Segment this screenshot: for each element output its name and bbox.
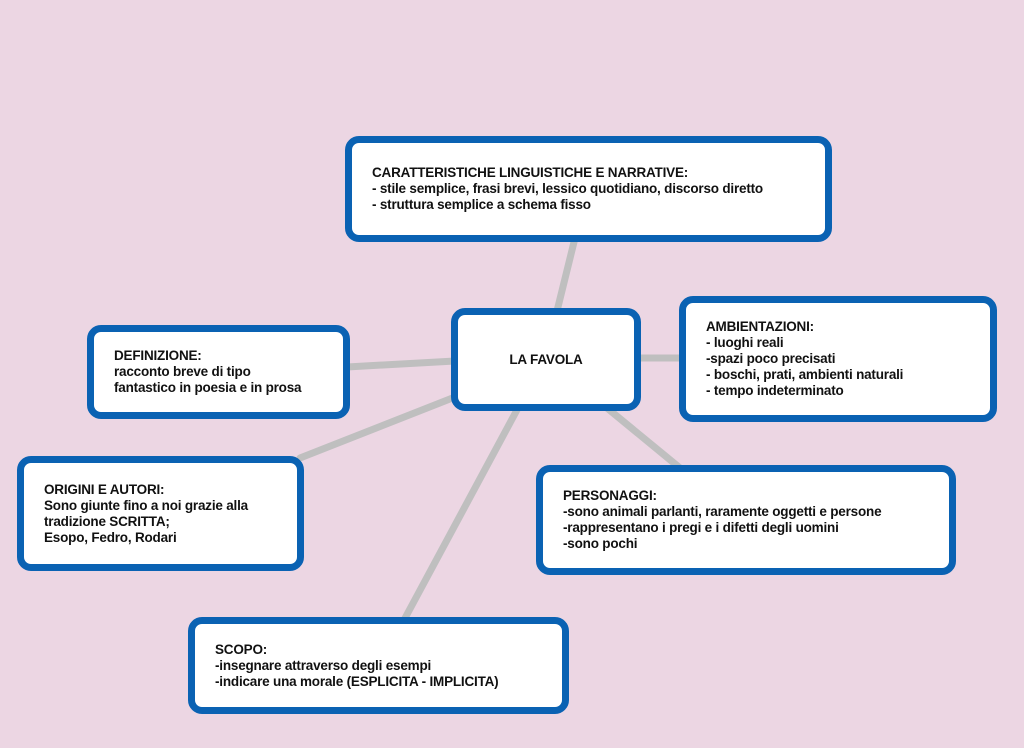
connector-origini xyxy=(296,393,459,462)
node-caratteristiche-heading: CARATTERISTICHE LINGUISTICHE E NARRATIVE… xyxy=(372,165,689,180)
node-origini: ORIGINI E AUTORI: Sono giunte fino a noi… xyxy=(17,456,304,571)
node-caratteristiche: CARATTERISTICHE LINGUISTICHE E NARRATIVE… xyxy=(345,136,832,242)
node-personaggi-heading: PERSONAGGI: xyxy=(563,488,657,503)
node-personaggi-line: -sono animali parlanti, raramente oggett… xyxy=(563,504,882,519)
node-caratteristiche-line: - stile semplice, frasi brevi, lessico q… xyxy=(372,181,763,196)
connector-caratteristiche xyxy=(553,234,579,315)
node-caratteristiche-line: - struttura semplice a schema fisso xyxy=(372,197,591,212)
connector-definizione xyxy=(343,357,459,371)
node-scopo-heading: SCOPO: xyxy=(215,641,268,657)
node-ambientazioni-line: -spazi poco precisati xyxy=(706,351,836,366)
connector-scopo xyxy=(400,404,522,624)
connector-personaggi xyxy=(603,404,684,472)
node-ambientazioni-line: - boschi, prati, ambienti naturali xyxy=(706,367,904,382)
node-ambientazioni-line: - luoghi reali xyxy=(706,335,784,350)
node-origini-line: Esopo, Fedro, Rodari xyxy=(44,529,177,545)
node-ambientazioni-heading: AMBIENTAZIONI: xyxy=(706,319,814,334)
node-scopo-line: -insegnare attraverso degli esempi xyxy=(215,657,432,673)
node-definizione-heading: DEFINIZIONE: xyxy=(114,348,202,363)
node-personaggi: PERSONAGGI: -sono animali parlanti, rara… xyxy=(536,465,956,575)
node-origini-line: Sono giunte fino a noi grazie alla xyxy=(44,497,248,513)
node-definizione: DEFINIZIONE: racconto breve di tipo fant… xyxy=(87,325,350,419)
node-scopo-line: -indicare una morale (ESPLICITA - IMPLIC… xyxy=(215,673,499,689)
node-definizione-line: racconto breve di tipo xyxy=(114,364,251,379)
central-node: LA FAVOLA xyxy=(451,308,641,411)
central-node-title: LA FAVOLA xyxy=(509,351,583,367)
node-personaggi-line: -sono pochi xyxy=(563,536,638,551)
node-personaggi-line: -rappresentano i pregi e i difetti degli… xyxy=(563,520,839,535)
node-definizione-line: fantastico in poesia e in prosa xyxy=(114,380,302,395)
node-ambientazioni-line: - tempo indeterminato xyxy=(706,383,844,398)
node-ambientazioni: AMBIENTAZIONI: - luoghi reali -spazi poc… xyxy=(679,296,997,422)
node-origini-heading: ORIGINI E AUTORI: xyxy=(44,481,165,497)
node-origini-line: tradizione SCRITTA; xyxy=(44,513,170,529)
node-scopo: SCOPO: -insegnare attraverso degli esemp… xyxy=(188,617,569,714)
